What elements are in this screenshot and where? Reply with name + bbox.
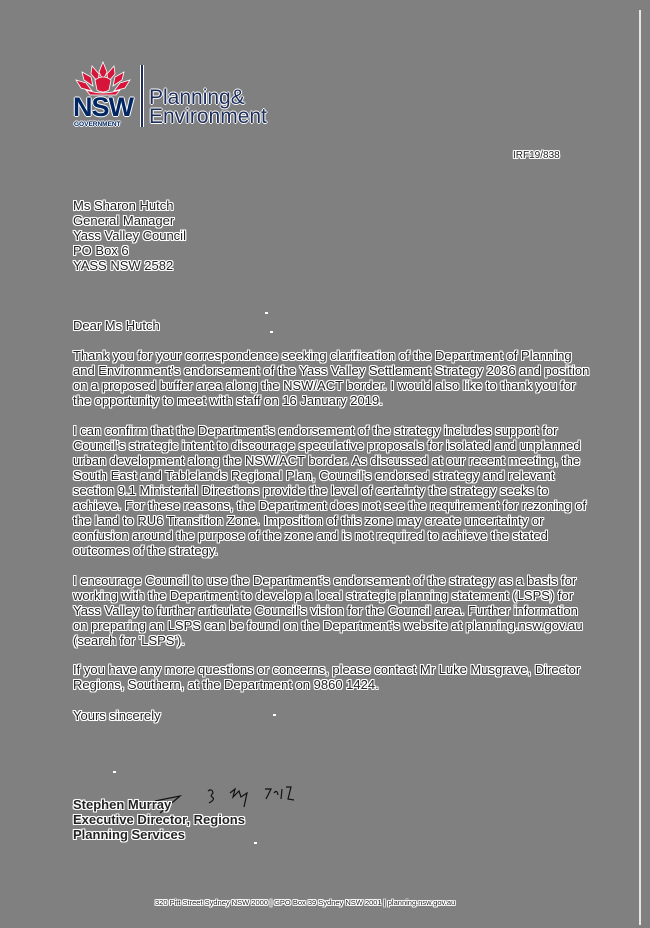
department-name-line2: Environment	[149, 105, 267, 128]
scan-speck	[273, 714, 276, 716]
nsw-wordmark: NSW	[73, 92, 134, 122]
scan-speck	[254, 842, 257, 844]
body-paragraph: I can confirm that the Department's endo…	[73, 423, 587, 558]
reference-number: IRF19/838	[513, 150, 560, 161]
footer-address: 320 Pitt Street Sydney NSW 2000 | GPO Bo…	[155, 898, 456, 907]
recipient-organisation: Yass Valley Council	[73, 228, 186, 243]
scan-speck	[270, 331, 273, 333]
closing: Yours sincerely	[73, 708, 161, 723]
recipient-po-box: PO Box 6	[73, 243, 129, 258]
handwritten-signature	[154, 786, 295, 814]
signatory-block: Stephen Murray Executive Director, Regio…	[73, 797, 245, 842]
scan-speck	[113, 771, 116, 773]
department-name-line1: Planning&	[149, 87, 245, 109]
recipient-title: General Manager	[73, 213, 175, 228]
recipient-address: Ms Sharon Hutch General Manager Yass Val…	[73, 198, 186, 273]
body-paragraph: Thank you for your correspondence seekin…	[73, 348, 590, 408]
government-label: GOVERNMENT	[74, 121, 121, 128]
recipient-locality: YASS NSW 2582	[73, 258, 174, 273]
waratah-icon	[75, 60, 131, 96]
nsw-planning-logo: NSW GOVERNMENT Planning& Environment	[72, 60, 287, 130]
scan-speck	[265, 312, 268, 314]
signatory-name: Stephen Murray	[73, 797, 172, 812]
salutation: Dear Ms Hutch	[73, 318, 160, 333]
recipient-name: Ms Sharon Hutch	[73, 198, 174, 213]
body-paragraph: If you have any more questions or concer…	[73, 662, 581, 692]
page-edge	[639, 10, 641, 925]
ampersand: &	[230, 86, 245, 109]
department-word-planning: Planning	[149, 86, 231, 109]
body-paragraph: I encourage Council to use the Departmen…	[73, 573, 583, 648]
signatory-division: Planning Services	[73, 827, 185, 842]
signatory-title: Executive Director, Regions	[73, 812, 245, 827]
logo-divider	[141, 65, 143, 127]
